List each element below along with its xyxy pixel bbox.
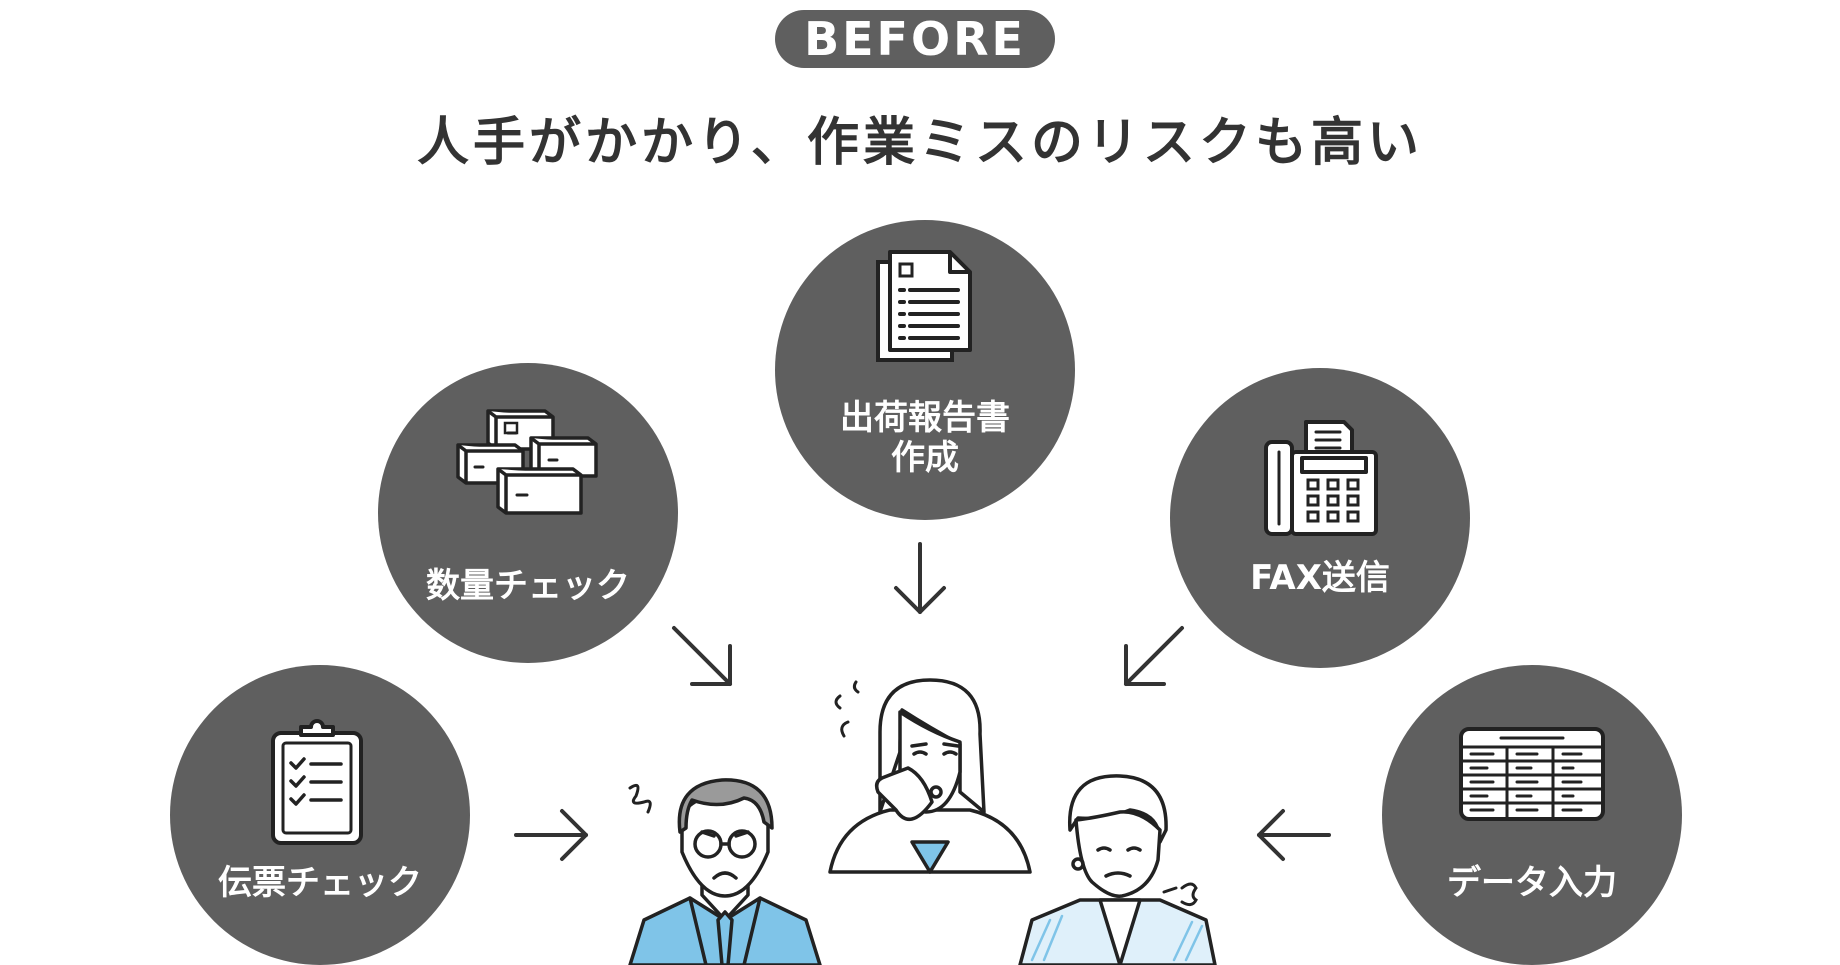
headline: 人手がかかり、作業ミスのリスクも高い: [417, 113, 1423, 173]
task-quantity-check: 数量チェック: [378, 363, 678, 663]
task-data-entry-label: データ入力: [1447, 863, 1617, 903]
before-badge-label: BEFORE: [804, 12, 1026, 66]
sighing-woman-icon: [1018, 774, 1217, 965]
arrow-left-icon: [1257, 809, 1331, 861]
arrow-down-right-icon: [672, 626, 732, 686]
spreadsheet-icon: [1459, 727, 1605, 821]
task-slip-check: 伝票チェック: [170, 665, 470, 965]
worried-woman-icon: [828, 678, 1032, 874]
task-slip-check-label: 伝票チェック: [218, 863, 422, 903]
arrow-right-icon: [514, 809, 588, 861]
boxes-icon: [456, 409, 598, 515]
label-line-2: 作成: [891, 438, 959, 478]
task-shipping-report-label: 出荷報告書 作成: [775, 398, 1075, 478]
document-icon: [876, 250, 972, 362]
fax-machine-icon: [1264, 420, 1378, 536]
worried-man-icon: [628, 778, 822, 965]
task-fax-send-label: FAX送信: [1250, 558, 1390, 598]
task-data-entry: データ入力: [1382, 665, 1682, 965]
before-badge: BEFORE: [775, 10, 1055, 68]
task-fax-send: FAX送信: [1170, 368, 1470, 668]
arrow-down-icon: [894, 542, 946, 614]
clipboard-checklist-icon: [271, 719, 363, 845]
task-quantity-check-label: 数量チェック: [426, 566, 630, 606]
arrow-down-left-icon: [1124, 626, 1184, 686]
task-shipping-report: 出荷報告書 作成: [775, 220, 1075, 520]
label-line-1: 出荷報告書: [840, 398, 1010, 438]
